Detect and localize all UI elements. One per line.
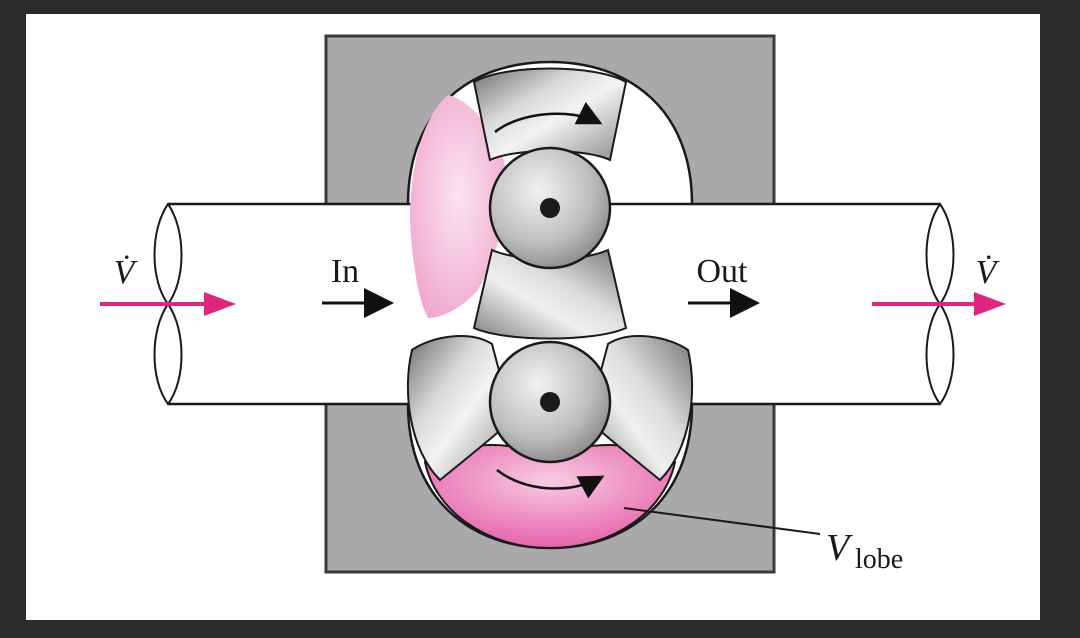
lobe-volume-subscript: lobe xyxy=(855,544,903,575)
lobe-volume-label: V xyxy=(826,527,853,569)
left-pipe-end-lower xyxy=(153,302,183,406)
right-pipe-end-lower xyxy=(925,302,955,406)
lower-rotor-right-lobe xyxy=(586,335,694,482)
left-pipe-inflow-arrowhead xyxy=(204,292,236,316)
inlet-label: In xyxy=(331,253,359,290)
lobe-volume-leader-line xyxy=(623,507,821,535)
outlet-label: Out xyxy=(697,253,749,290)
upper-rotor-shaft xyxy=(540,198,560,218)
lower-rotor-rotation-arrow xyxy=(496,469,605,499)
lower-rotor-shaft xyxy=(540,392,560,412)
upper-fluid-volume xyxy=(410,95,507,318)
upper-rotor-rotation-arrow xyxy=(494,101,603,133)
right-pipe-outflow-arrowhead xyxy=(974,292,1006,316)
lower-rotor-left-lobe xyxy=(406,335,514,482)
